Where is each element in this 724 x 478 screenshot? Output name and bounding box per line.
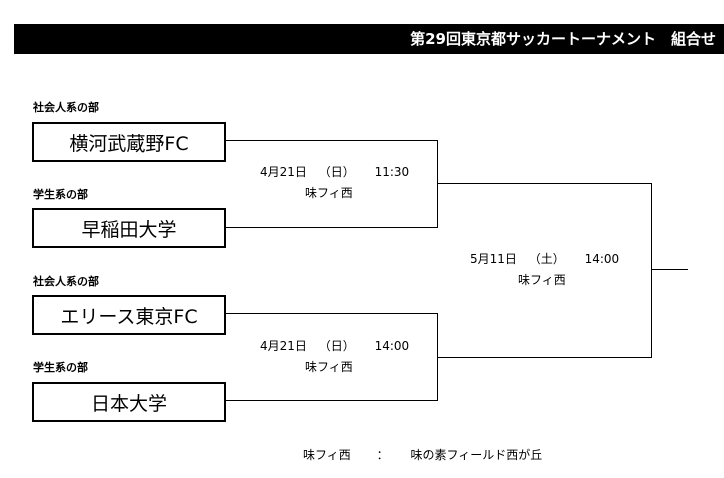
page-title: 第29回東京都サッカートーナメント 組合せ — [410, 30, 716, 48]
category-label: 社会人系の部 — [33, 101, 99, 114]
match-time: 14:00 — [374, 339, 410, 353]
bracket-line — [437, 140, 438, 228]
footnote-full: 味の素フィールド西が丘 — [410, 448, 543, 462]
bracket-line — [226, 140, 437, 141]
footnote-abbr: 味フィ西 — [303, 448, 351, 462]
match-day: （日） — [318, 339, 355, 353]
team-box: エリース東京FC — [32, 295, 226, 335]
match-date: 4月21日 — [260, 165, 307, 179]
match-schedule: 4月21日 （日） 11:30 — [260, 165, 409, 180]
bracket-line — [226, 313, 437, 314]
bracket-line — [651, 183, 652, 358]
footnote-separator: ： — [376, 448, 389, 462]
header-bar: 第29回東京都サッカートーナメント 組合せ — [14, 24, 724, 54]
team-box: 横河武蔵野FC — [32, 122, 226, 162]
match-venue: 味フィ西 — [305, 360, 353, 374]
team-box: 日本大学 — [32, 382, 226, 422]
match-date: 5月11日 — [470, 252, 517, 266]
match-time: 14:00 — [584, 252, 620, 266]
bracket-line — [651, 269, 688, 270]
match-schedule: 4月21日 （日） 14:00 — [260, 339, 409, 354]
match-time: 11:30 — [374, 165, 410, 179]
match-day: （土） — [528, 252, 565, 266]
match-venue: 味フィ西 — [305, 186, 353, 200]
match-venue: 味フィ西 — [518, 273, 566, 287]
team-box: 早稲田大学 — [32, 208, 226, 248]
category-label: 社会人系の部 — [33, 275, 99, 288]
match-schedule: 5月11日 （土） 14:00 — [470, 252, 619, 267]
bracket-line — [226, 227, 437, 228]
category-label: 学生系の部 — [33, 188, 88, 201]
category-label: 学生系の部 — [33, 361, 88, 374]
match-date: 4月21日 — [260, 339, 307, 353]
bracket-line — [437, 357, 651, 358]
match-day: （日） — [318, 165, 355, 179]
bracket-line — [437, 183, 651, 184]
bracket-line — [226, 400, 437, 401]
venue-footnote: 味フィ西 ： 味の素フィールド西が丘 — [303, 448, 542, 463]
